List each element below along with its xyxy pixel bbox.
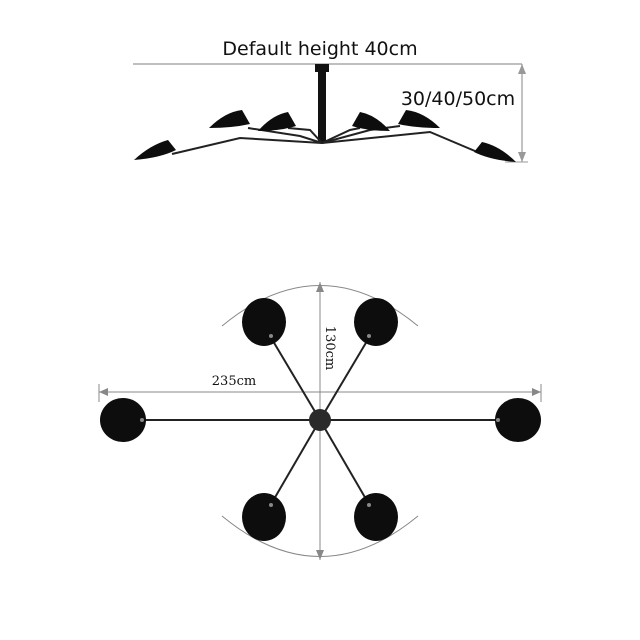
top-arm-lower-right <box>319 419 371 507</box>
shade-top-left <box>100 398 146 442</box>
top-arm-upper-right <box>319 335 371 421</box>
shade-top-lower-right <box>354 493 398 541</box>
arm-right-inner <box>321 127 361 144</box>
arrow-left-icon <box>99 388 108 396</box>
center-rod <box>318 70 326 142</box>
arm-right-outer <box>321 130 483 155</box>
top-arm-lower-left <box>269 419 321 507</box>
socket-upper-left <box>269 334 273 338</box>
arrow-up-depth-icon <box>316 282 324 292</box>
shade-side-1 <box>134 140 176 160</box>
depth-label: 130cm <box>322 326 337 370</box>
top-arm-upper-left <box>269 335 321 421</box>
arrow-right-icon <box>532 388 541 396</box>
socket-lower-right <box>367 503 371 507</box>
shade-side-4 <box>352 112 390 131</box>
side-view: Default height 40cm 30/40/50cm <box>133 38 528 163</box>
socket-left <box>140 418 144 422</box>
shade-top-upper-left <box>242 298 286 346</box>
arm-right-mid <box>321 125 401 144</box>
top-view: 235cm 130cm <box>98 282 542 560</box>
ceiling-canopy <box>315 64 329 72</box>
socket-right <box>496 418 500 422</box>
arrow-down-icon <box>518 152 526 162</box>
socket-upper-right <box>367 334 371 338</box>
shade-side-5 <box>398 110 440 128</box>
rod-length-label: 30/40/50cm <box>401 88 515 110</box>
arrow-down-depth-icon <box>316 550 324 560</box>
shade-side-6 <box>474 142 516 162</box>
center-hub <box>309 409 331 431</box>
arm-left-outer <box>171 136 323 155</box>
arrow-up-icon <box>518 64 526 74</box>
default-height-label: Default height 40cm <box>222 38 417 60</box>
shade-top-lower-left <box>242 493 286 541</box>
socket-lower-left <box>269 503 273 507</box>
shade-top-right <box>495 398 541 442</box>
arm-left-inner <box>287 127 323 144</box>
shade-side-3 <box>258 112 296 131</box>
shade-top-upper-right <box>354 298 398 346</box>
shade-side-2 <box>209 110 250 128</box>
width-label: 235cm <box>212 374 256 389</box>
